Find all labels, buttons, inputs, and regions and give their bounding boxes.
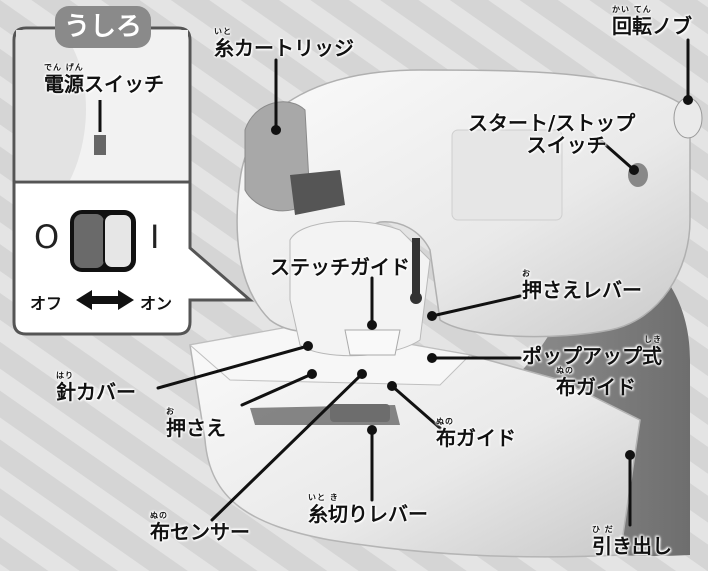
presser-lever-text: 押さえレバー: [522, 277, 642, 302]
fabric-sensor-ruby: ぬの: [150, 511, 168, 520]
power-switch-label: でん げん 電源スイッチ: [44, 63, 164, 96]
rocker-switch-off-side: [74, 214, 104, 268]
stitch-guide-text: ステッチガイド: [270, 255, 410, 279]
rotary-knob-text: 回転ノブ: [612, 13, 692, 38]
start-stop-text-2: スイッチ: [526, 133, 607, 157]
needle-cover-shape: [344, 329, 401, 356]
fabric-guide-ruby: ぬの: [436, 417, 454, 426]
drawer-label: ひ だ 引き出し: [592, 525, 672, 558]
pointer-presser-foot: [240, 372, 314, 407]
fabric-sensor-label: ぬの 布センサー: [150, 511, 250, 544]
inset-power-switch-shape: [94, 135, 106, 155]
pointer-fabric-sensor: [210, 372, 364, 522]
fabric-sensor-text: 布センサー: [150, 519, 250, 544]
machine-base: [189, 324, 641, 558]
needle-cover-text: 針カバー: [56, 379, 136, 404]
thread-cartridge-label: いと 糸カートリッジ: [214, 27, 354, 60]
popup-guide-text-1: ポップアップ式: [522, 343, 662, 368]
popup-guide-label: しき ポップアップ式 ぬの 布ガイド: [522, 335, 662, 399]
rocker-switch-on-side: [103, 213, 133, 269]
drawer-text: 引き出し: [592, 533, 672, 558]
start-stop-text-1: スタート/ストップ: [468, 111, 636, 135]
off-label: オフ: [30, 294, 63, 313]
thread-cartridge-text: 糸カートリッジ: [214, 35, 354, 60]
presser-lever-shape: [412, 238, 420, 300]
power-switch-text: 電源スイッチ: [44, 71, 164, 96]
popup-guide-ruby-2: ぬの: [556, 365, 574, 375]
thread-cutter-label: いと き 糸切りレバー: [308, 493, 428, 526]
on-symbol: I: [150, 218, 160, 256]
pointer-lines: [156, 38, 690, 527]
pointer-start-stop: [598, 138, 636, 172]
rotary-knob-ruby: かい てん: [612, 5, 652, 14]
thread-cartridge-slot: [290, 170, 345, 215]
thread-cutter-lever-shape: [330, 404, 390, 422]
thread-cutter-ruby: いと き: [308, 493, 339, 502]
start-stop-label: スタート/ストップ スイッチ: [468, 112, 635, 156]
base-top-surface: [188, 324, 472, 386]
needle-cover-ruby: はり: [56, 371, 74, 380]
presser-lever-knob: [410, 292, 422, 304]
power-switch-ruby: でん げん: [44, 63, 84, 72]
pointer-fabric-guide: [390, 384, 442, 430]
presser-foot-label: お 押さえ: [166, 407, 226, 440]
on-label: オン: [140, 294, 173, 313]
presser-lever-ruby: お: [522, 269, 531, 278]
inset-title: うしろ: [55, 6, 151, 48]
rotary-knob-label: かい てん 回転ノブ: [612, 5, 692, 38]
double-arrow-icon: [76, 290, 134, 310]
fabric-guide-text: 布ガイド: [436, 425, 516, 450]
presser-foot-text: 押さえ: [166, 415, 226, 440]
presser-lever-label: お 押さえレバー: [522, 269, 642, 302]
popup-guide-text-2: 布ガイド: [556, 374, 636, 399]
presser-foot-ruby: お: [166, 407, 175, 416]
pointer-presser-lever: [430, 294, 522, 318]
needle-head: [289, 220, 431, 357]
pointer-needle-cover: [156, 344, 310, 390]
pointer-dots: [271, 95, 693, 460]
stitch-guide-label: ステッチガイド: [270, 256, 410, 278]
logo-plate: [451, 129, 563, 221]
inset-photo-body: [60, 30, 188, 180]
drawer-ruby: ひ だ: [592, 525, 614, 534]
popup-guide-ruby-1: しき: [644, 335, 662, 344]
fabric-guide-label: ぬの 布ガイド: [436, 417, 516, 450]
thread-cartridge-ruby: いと: [214, 27, 232, 36]
off-symbol: O: [34, 218, 60, 256]
needle-cover-label: はり 針カバー: [56, 371, 136, 404]
thread-cutter-text: 糸切りレバー: [308, 501, 428, 526]
